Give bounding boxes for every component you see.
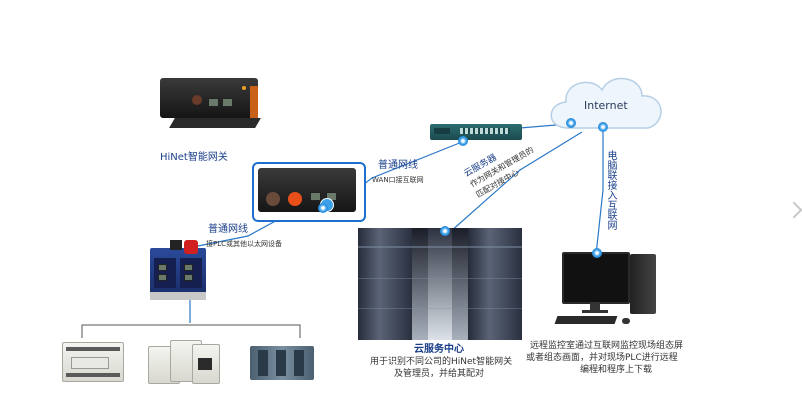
plc-device-3 xyxy=(250,346,314,382)
remote-desc-line2: 或者组态画面，并对现场PLC进行远程 xyxy=(526,353,678,363)
wan-connect-label: WAN口接互联网 xyxy=(372,176,424,184)
hinet-gateway-label: HiNet智能网关 xyxy=(160,152,228,163)
server-room-image xyxy=(358,228,522,340)
computer-connect-label: 电脑联接入互联网 xyxy=(605,150,616,230)
hinet-gateway-device xyxy=(160,78,261,130)
cloud-center-title: 云服务中心 xyxy=(414,344,464,355)
internet-cloud xyxy=(550,77,662,129)
gateway-node-icon xyxy=(318,203,328,213)
plc-device-1 xyxy=(62,342,124,382)
normal-network-left-label: 普通网线 xyxy=(208,224,248,235)
computer-tower xyxy=(630,254,656,314)
computer xyxy=(554,252,666,332)
cloud-node-left-icon xyxy=(566,118,576,128)
router-node-icon xyxy=(458,136,468,146)
gateway-closeup-device xyxy=(258,168,356,212)
normal-network-top-label: 普通网线 xyxy=(378,160,418,171)
remote-desc-line3: 编程和程序上下载 xyxy=(580,365,653,375)
server-node-icon xyxy=(440,226,450,236)
remote-desc-line1: 远程监控室通过互联网监控现场组态屏 xyxy=(530,341,684,351)
plc-connect-label: 接PLC或其他以太网设备 xyxy=(206,240,283,248)
plc-device-2 xyxy=(148,338,220,386)
computer-monitor xyxy=(562,252,630,304)
line-cloud-to-computer xyxy=(595,130,604,256)
internet-label: Internet xyxy=(584,99,628,112)
industrial-switch xyxy=(150,238,206,302)
computer-node-icon xyxy=(592,248,602,258)
network-router xyxy=(430,124,522,142)
cloud-center-desc-line2: 及管理员，并给其配对 xyxy=(394,369,485,379)
plc-bracket xyxy=(81,324,301,338)
cloud-node-right-icon xyxy=(598,122,608,132)
computer-keyboard xyxy=(554,316,618,324)
cloud-center-desc-line1: 用于识别不同公司的HiNet智能网关 xyxy=(370,357,513,367)
line-cloud-to-server xyxy=(449,131,583,233)
